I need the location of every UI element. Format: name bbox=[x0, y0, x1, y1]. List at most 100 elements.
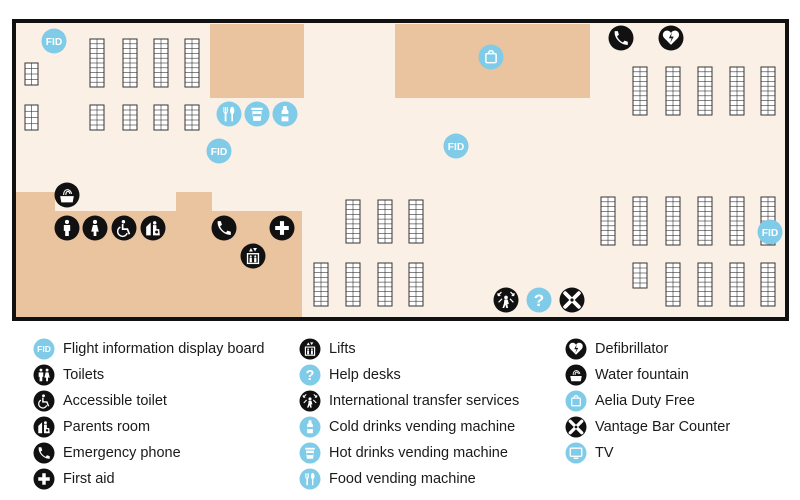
vantage-bar-icon bbox=[565, 416, 587, 438]
toilets-icon bbox=[33, 364, 55, 386]
outer-wall bbox=[12, 19, 789, 321]
svg-text:?: ? bbox=[306, 368, 315, 384]
seating-block bbox=[89, 38, 105, 88]
help-desk-icon: ? bbox=[299, 364, 321, 386]
toilet-male-icon bbox=[54, 215, 80, 241]
fid-text: FID bbox=[46, 37, 62, 48]
seating-block bbox=[408, 199, 424, 244]
retail-area bbox=[210, 24, 304, 98]
fid-icon: FID bbox=[443, 133, 469, 159]
duty-free-icon bbox=[565, 390, 587, 412]
accessible-toilet-icon bbox=[33, 390, 55, 412]
legend-item-emergency-phone: Emergency phone bbox=[33, 440, 265, 466]
seating-block bbox=[632, 262, 648, 289]
legend-item-tv: TV bbox=[565, 440, 730, 466]
legend-item-food-vending: Food vending machine bbox=[299, 466, 519, 492]
legend-label: Flight information display board bbox=[63, 341, 265, 357]
seating-block bbox=[697, 262, 713, 307]
seating-block bbox=[408, 262, 424, 307]
seating-block bbox=[729, 196, 745, 246]
legend-label: Vantage Bar Counter bbox=[595, 419, 731, 435]
fid-text: FID bbox=[448, 142, 464, 153]
fid-icon: FID bbox=[41, 28, 67, 54]
fid-text: FID bbox=[37, 344, 51, 354]
legend-item-hot-drinks: Hot drinks vending machine bbox=[299, 440, 519, 466]
international-transfer-icon bbox=[493, 287, 519, 313]
lifts-icon bbox=[299, 338, 321, 360]
legend-label: Emergency phone bbox=[63, 445, 181, 461]
seating-block bbox=[729, 262, 745, 307]
first-aid-icon bbox=[269, 215, 295, 241]
cold-drinks-icon bbox=[272, 101, 298, 127]
lifts-icon bbox=[299, 338, 321, 360]
parents-room-icon bbox=[33, 416, 55, 438]
legend-label: First aid bbox=[63, 471, 115, 487]
legend-item-help-desk: ?Help desks bbox=[299, 362, 519, 388]
seating-block bbox=[122, 104, 138, 131]
water-fountain-icon bbox=[54, 182, 80, 208]
legend-label: Toilets bbox=[63, 367, 105, 383]
legend-item-international-transfer: International transfer services bbox=[299, 388, 519, 414]
seating-block bbox=[665, 262, 681, 307]
legend-item-duty-free: Aelia Duty Free bbox=[565, 388, 730, 414]
legend-label: Parents room bbox=[63, 419, 151, 435]
legend-label: TV bbox=[595, 445, 614, 461]
seating-block bbox=[345, 199, 361, 244]
food-vending-icon bbox=[299, 468, 321, 490]
water-fountain-icon bbox=[565, 364, 587, 386]
fid-icon: FID bbox=[33, 338, 55, 360]
parents-room-icon bbox=[33, 416, 55, 438]
legend-item-accessible-toilet: Accessible toilet bbox=[33, 388, 265, 414]
emergency-phone-icon bbox=[211, 215, 237, 241]
seating-block bbox=[697, 196, 713, 246]
legend-label: Aelia Duty Free bbox=[595, 393, 695, 409]
defibrillator-icon bbox=[565, 338, 587, 360]
legend-label: Hot drinks vending machine bbox=[329, 445, 508, 461]
legend-item-water-fountain: Water fountain bbox=[565, 362, 730, 388]
food-vending-icon bbox=[299, 468, 321, 490]
tv-icon bbox=[565, 442, 587, 464]
seating-block bbox=[184, 38, 200, 88]
legend-item-fid: FID Flight information display board bbox=[33, 336, 265, 362]
legend-item-defibrillator: Defibrillator bbox=[565, 336, 730, 362]
fid-icon: FID bbox=[206, 138, 232, 164]
legend-label: Cold drinks vending machine bbox=[329, 419, 516, 435]
duty-free-icon bbox=[565, 390, 587, 412]
legend-label: Accessible toilet bbox=[63, 393, 167, 409]
help-desk-icon: ? bbox=[526, 287, 552, 313]
toilets-icon bbox=[33, 364, 55, 386]
international-transfer-icon bbox=[299, 390, 321, 412]
vantage-bar-icon bbox=[565, 416, 587, 438]
cold-drinks-icon bbox=[299, 416, 321, 438]
seating-block bbox=[760, 262, 776, 307]
international-transfer-icon bbox=[299, 390, 321, 412]
svg-text:?: ? bbox=[534, 291, 544, 310]
legend-label: Defibrillator bbox=[595, 341, 669, 357]
seating-block bbox=[24, 62, 39, 86]
first-aid-icon bbox=[33, 468, 55, 490]
legend-item-vantage-bar: Vantage Bar Counter bbox=[565, 414, 730, 440]
accessible-toilet-icon bbox=[33, 390, 55, 412]
lifts-icon bbox=[240, 243, 266, 269]
defibrillator-icon bbox=[565, 338, 587, 360]
seating-block bbox=[665, 196, 681, 246]
legend-item-toilets: Toilets bbox=[33, 362, 265, 388]
legend-label: International transfer services bbox=[329, 393, 520, 409]
emergency-phone-icon bbox=[33, 442, 55, 464]
seating-block bbox=[377, 199, 393, 244]
water-fountain-icon bbox=[565, 364, 587, 386]
first-aid-icon bbox=[33, 468, 55, 490]
help-desk-icon: ? bbox=[299, 364, 321, 386]
fid-icon: FID bbox=[33, 338, 55, 360]
food-vending-icon bbox=[216, 101, 242, 127]
legend-item-first-aid: First aid bbox=[33, 466, 265, 492]
seating-block bbox=[153, 104, 169, 131]
seating-block bbox=[345, 262, 361, 307]
legend-label: Water fountain bbox=[595, 367, 689, 383]
duty-free-icon bbox=[478, 44, 504, 70]
seating-block bbox=[184, 104, 200, 131]
